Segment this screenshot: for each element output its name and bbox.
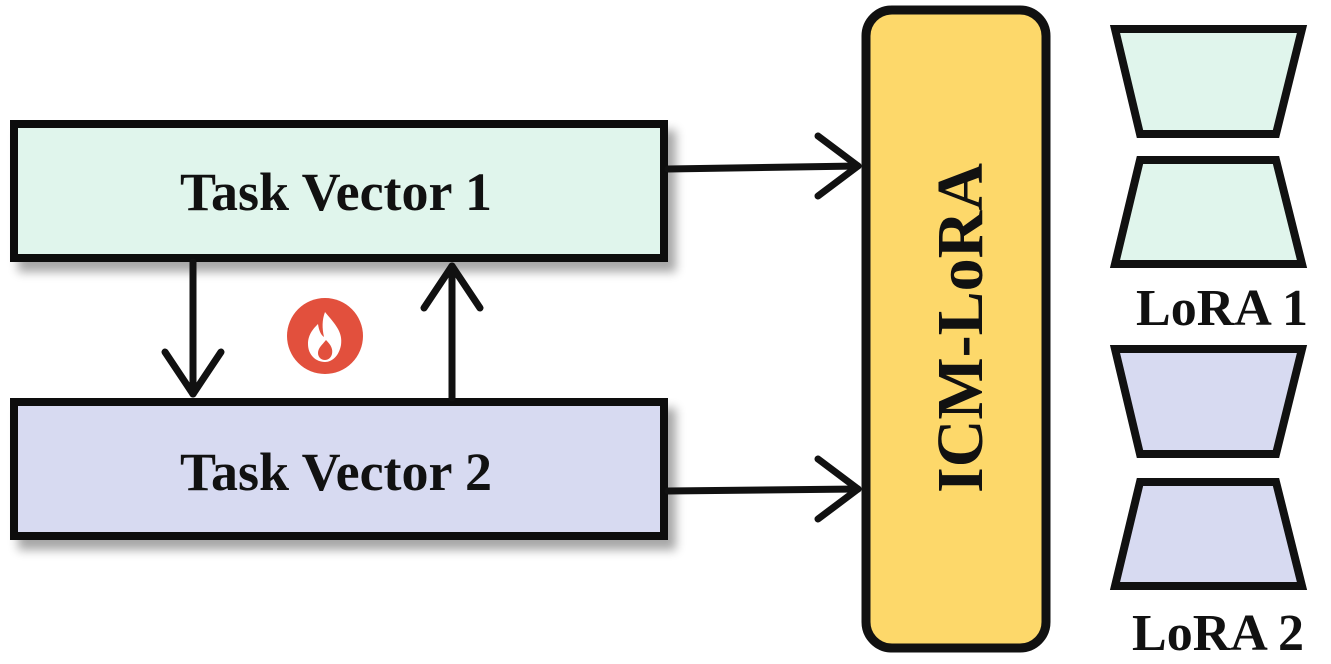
flame-icon [287,298,363,374]
task-vector-1-node: Task Vector 1 [10,120,668,262]
arrow-up-tv2-to-tv1 [420,262,484,402]
arrow-tv2-to-icm-lora [664,455,862,523]
task-vector-1-box [10,120,668,262]
lora-1-down-projection [1109,25,1308,138]
task-vector-1-label: Task Vector 1 [180,162,492,222]
lora-2-node [1109,345,1308,590]
lora-2-up-projection [1109,478,1308,590]
lora-1-label: LoRA 1 [1136,280,1308,337]
lora-1-up-projection [1109,156,1308,268]
task-vector-2-label: Task Vector 2 [180,442,492,502]
lora-2-label: LoRA 2 [1132,605,1304,662]
icm-lora-box [861,5,1051,653]
icm-lora-label: ICM-LoRA [924,163,997,493]
arrow-tv1-to-icm-lora [664,132,862,200]
task-vector-2-node: Task Vector 2 [10,398,668,540]
lora-2-down-projection [1109,345,1308,458]
arrow-down-tv1-to-tv2 [161,258,225,398]
task-vector-2-box [10,398,668,540]
lora-1-node [1109,25,1308,268]
icm-lora-node: ICM-LoRA [861,5,1051,653]
